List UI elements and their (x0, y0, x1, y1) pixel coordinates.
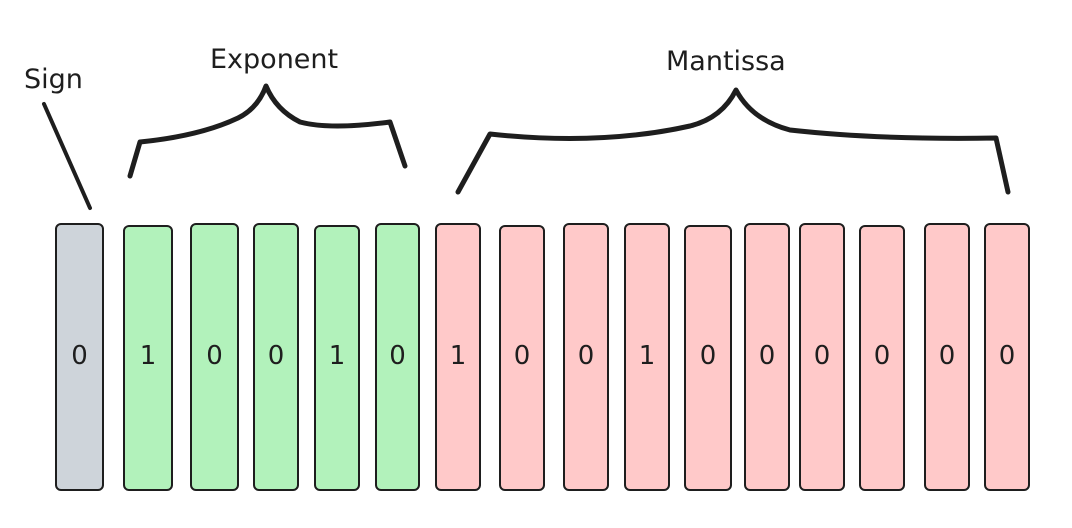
bit-cells: 0 1 0 0 1 0 1 0 0 1 0 0 0 0 0 0 (55, 223, 1030, 491)
mantissa-bit-cell (744, 223, 790, 491)
exponent-bit-cell (375, 223, 420, 491)
mantissa-bit-cell (859, 225, 905, 491)
mantissa-bit-cell (435, 223, 481, 491)
exponent-bit-cell (253, 223, 299, 491)
exponent-bit-cell (123, 225, 173, 491)
mantissa-bit-value: 1 (450, 341, 467, 371)
mantissa-bit-value: 1 (639, 341, 656, 371)
mantissa-bracket (455, 87, 1011, 195)
sign-pointer-line (42, 102, 92, 210)
sign-label: Sign (24, 64, 83, 95)
exponent-bit-value: 0 (206, 341, 223, 371)
exponent-bit-value: 1 (140, 341, 157, 371)
mantissa-bit-value: 0 (814, 341, 831, 371)
mantissa-label: Mantissa (666, 46, 786, 77)
exponent-bit-cell (314, 225, 360, 491)
mantissa-bit-cell (984, 223, 1030, 491)
mantissa-bit-cell (563, 223, 609, 491)
mantissa-bit-cell (499, 225, 545, 491)
mantissa-bit-value: 0 (514, 341, 531, 371)
mantissa-bit-cell (684, 225, 732, 491)
exponent-label: Exponent (210, 44, 338, 75)
exponent-bit-value: 0 (268, 341, 285, 371)
mantissa-bit-value: 0 (578, 341, 595, 371)
sign-bit-cell (55, 223, 104, 491)
mantissa-bit-value: 0 (700, 341, 717, 371)
exponent-bit-value: 1 (329, 341, 346, 371)
exponent-bracket (127, 83, 408, 179)
exponent-bit-cell (190, 223, 239, 491)
sign-bit-value: 0 (71, 341, 88, 371)
mantissa-bit-cell (624, 223, 670, 491)
exponent-bit-value: 0 (389, 341, 406, 371)
mantissa-bit-cell (799, 223, 845, 491)
mantissa-bit-value: 0 (874, 341, 891, 371)
mantissa-bit-value: 0 (999, 341, 1016, 371)
mantissa-bit-value: 0 (939, 341, 956, 371)
mantissa-bit-value: 0 (759, 341, 776, 371)
mantissa-bit-cell (924, 223, 970, 491)
